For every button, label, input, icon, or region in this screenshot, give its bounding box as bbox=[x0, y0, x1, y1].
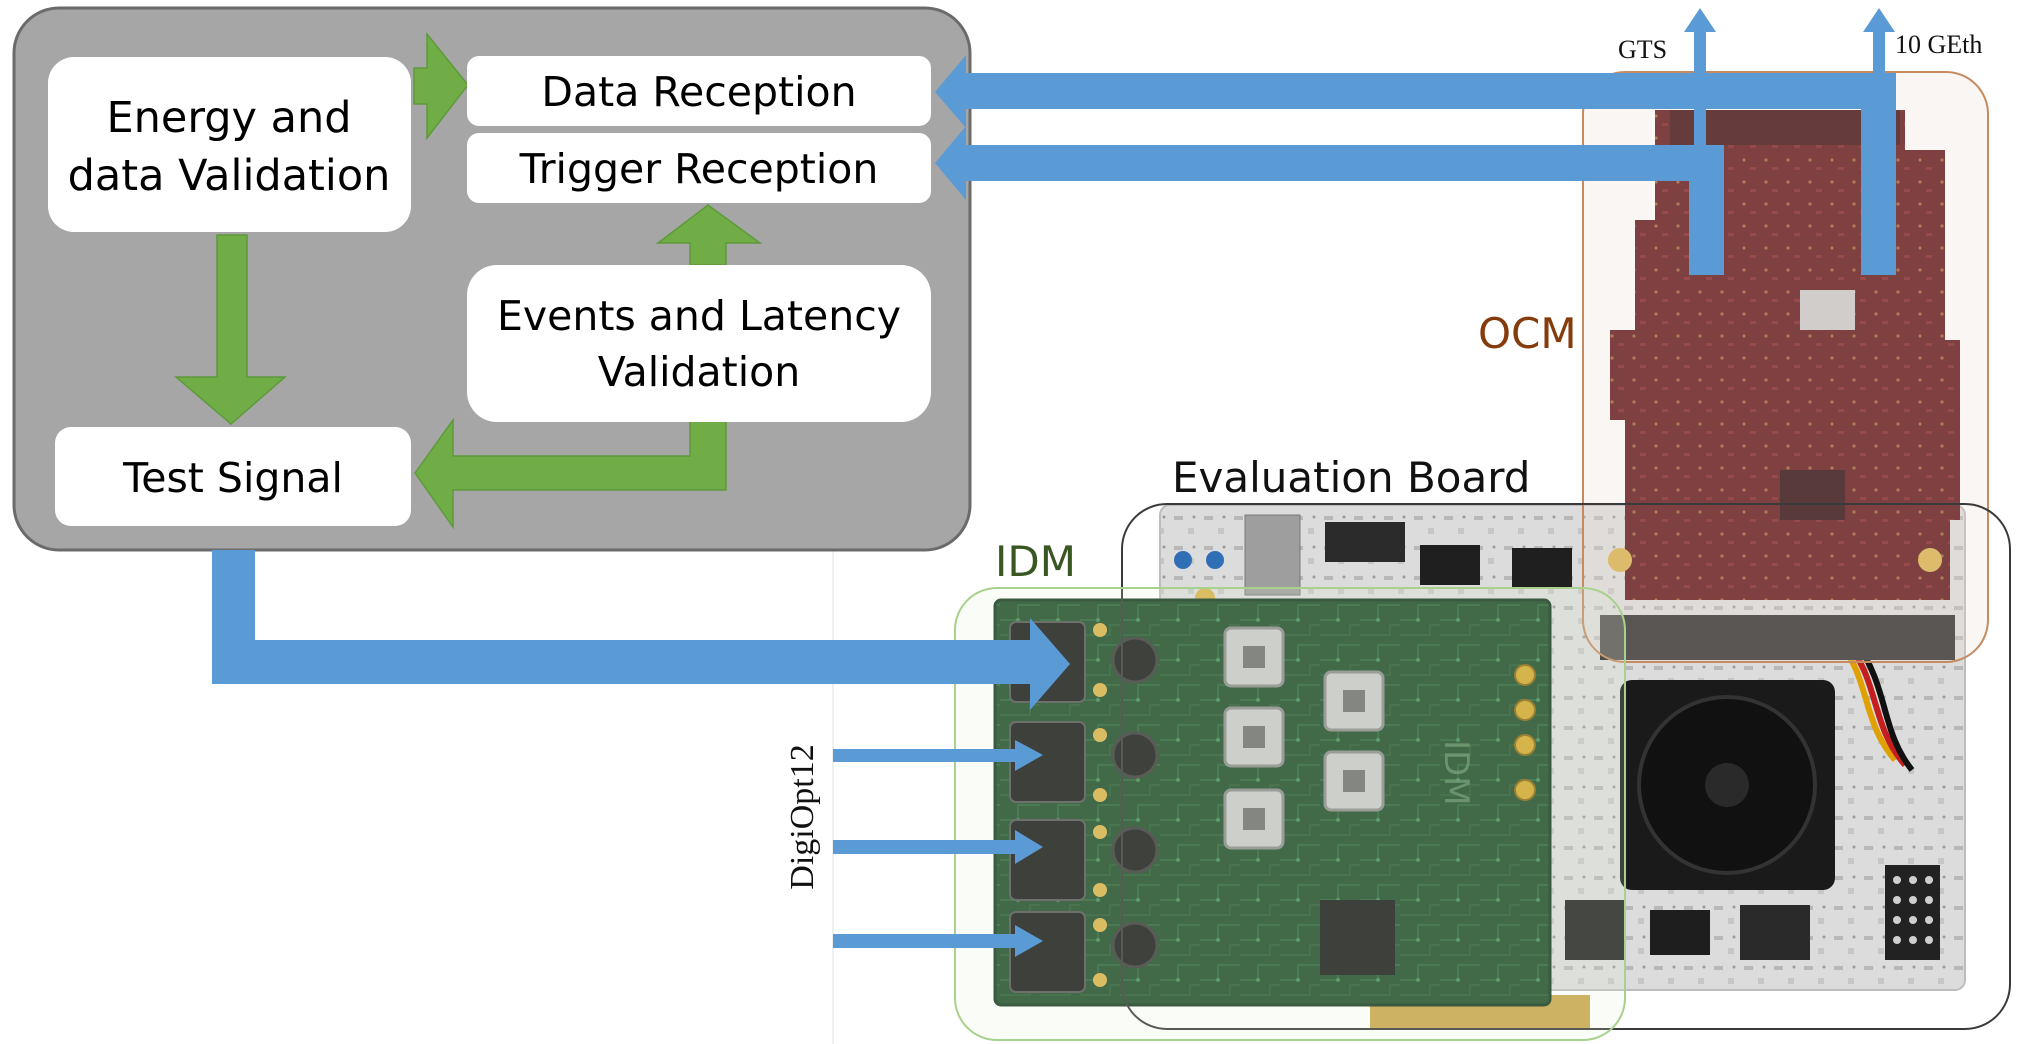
block-trigger-reception: Trigger Reception bbox=[467, 133, 931, 203]
block-events-latency: Events and Latency Validation bbox=[467, 265, 931, 422]
data-path-arrow bbox=[935, 55, 1896, 275]
evaluation-board-label: Evaluation Board bbox=[1172, 453, 1530, 502]
validation-to-reception-arrow bbox=[413, 31, 469, 141]
events-to-test-arrow bbox=[414, 417, 727, 530]
trigger-reception-label: Trigger Reception bbox=[519, 145, 879, 193]
idm-board-image: IDM bbox=[993, 598, 1552, 1007]
block-energy-validation: Energy and data Validation bbox=[48, 57, 411, 232]
ocm-label: OCM bbox=[1478, 309, 1577, 358]
validation-to-test-arrow bbox=[173, 234, 288, 425]
energy-validation-line-2: data Validation bbox=[68, 151, 391, 201]
idm-label: IDM bbox=[995, 537, 1076, 586]
io-arrows bbox=[212, 8, 1896, 957]
idm-outline bbox=[954, 587, 1626, 1041]
idm-silkscreen: IDM bbox=[1436, 740, 1476, 806]
evaluation-board-outline bbox=[1121, 503, 2011, 1030]
events-to-trigger-arrow bbox=[655, 204, 763, 266]
gts-output-arrow bbox=[1684, 8, 1716, 145]
gts-label: GTS bbox=[1618, 35, 1667, 64]
digiopt12-label: DigiOpt12 bbox=[784, 744, 821, 889]
energy-validation-line-1: Energy and bbox=[106, 93, 351, 143]
trigger-path-arrow bbox=[935, 126, 1724, 275]
ten-geth-label: 10 GEth bbox=[1895, 30, 1982, 59]
flow-arrows bbox=[173, 31, 763, 530]
test-signal-arrow bbox=[212, 550, 1070, 710]
data-reception-label: Data Reception bbox=[541, 68, 856, 116]
digiopt12-input-2 bbox=[833, 830, 1043, 864]
block-test-signal: Test Signal bbox=[55, 427, 411, 526]
digiopt12-input-1 bbox=[833, 740, 1043, 771]
test-signal-label: Test Signal bbox=[122, 454, 343, 502]
events-latency-line-2: Validation bbox=[598, 348, 800, 396]
events-latency-line-1: Events and Latency bbox=[497, 292, 901, 340]
digiopt12-input-3 bbox=[833, 925, 1043, 957]
block-data-reception: Data Reception bbox=[467, 56, 931, 126]
ten-geth-output-arrow bbox=[1863, 8, 1895, 73]
